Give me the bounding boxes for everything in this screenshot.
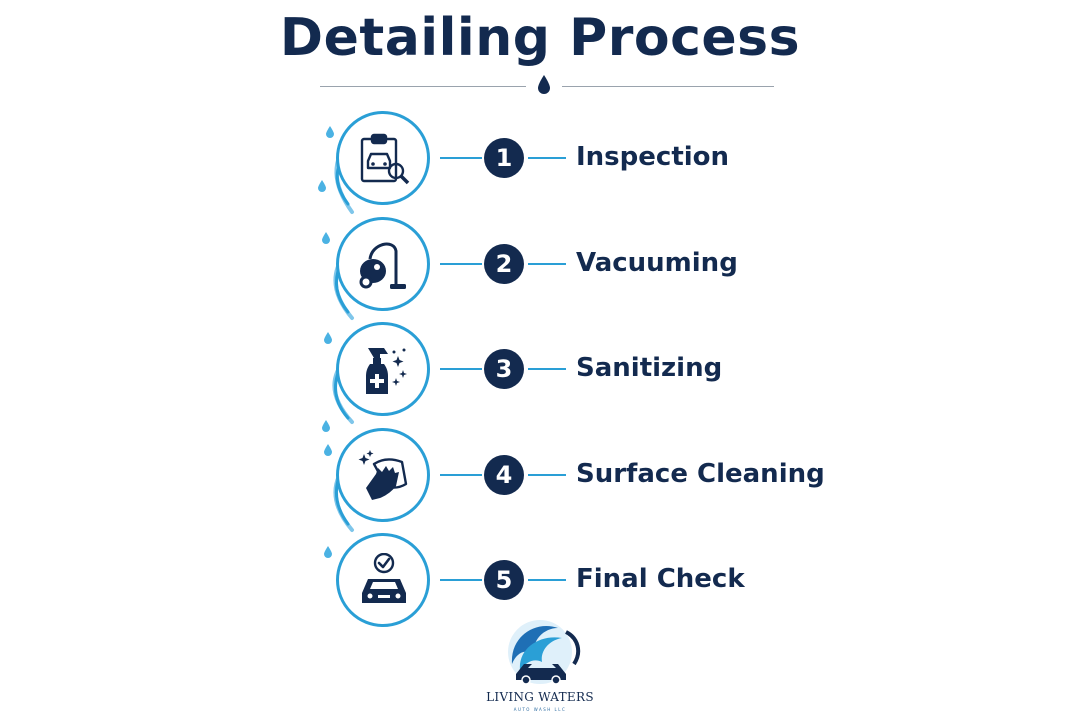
connector-line (528, 474, 566, 476)
step-number-badge: 4 (484, 455, 524, 495)
step-label: Surface Cleaning (576, 459, 825, 489)
step-3-icon-circle (336, 322, 430, 416)
connector-line (440, 263, 482, 265)
connector-line (440, 157, 482, 159)
title-divider-left (320, 86, 526, 87)
connector-line (528, 579, 566, 581)
wave-car-emblem-icon (508, 620, 581, 685)
step-label: Sanitizing (576, 353, 723, 383)
clipboard-car-magnifier-icon (360, 133, 410, 185)
connector-line (528, 263, 566, 265)
gloved-hand-cloth-icon (358, 450, 408, 500)
brand-tagline: AUTO WASH LLC (513, 707, 567, 712)
step-number-badge: 1 (484, 138, 524, 178)
connector-line (440, 474, 482, 476)
page-title: Detailing Process (279, 8, 801, 68)
connector-line (528, 157, 566, 159)
step-label: Vacuuming (576, 248, 738, 278)
step-number-badge: 2 (484, 244, 524, 284)
step-4: 4 Surface Cleaning (0, 428, 1080, 528)
title-divider-right (562, 86, 774, 87)
vacuum-cleaner-icon (359, 242, 406, 289)
brand-logo: LIVING WATERS AUTO WASH LLC (470, 618, 610, 718)
connector-line (440, 579, 482, 581)
brand-name: LIVING WATERS (486, 690, 594, 704)
connector-line (528, 368, 566, 370)
step-5: 5 Final Check (0, 533, 1080, 633)
step-label: Final Check (576, 564, 745, 594)
step-1-icon-circle (336, 111, 430, 205)
step-1: 1 Inspection (0, 111, 1080, 211)
car-checkmark-icon (362, 553, 406, 603)
step-5-icon-circle (336, 533, 430, 627)
connector-line (440, 368, 482, 370)
step-2: 2 Vacuuming (0, 217, 1080, 317)
step-label: Inspection (576, 142, 730, 172)
step-number-badge: 3 (484, 349, 524, 389)
step-2-icon-circle (336, 217, 430, 311)
step-4-icon-circle (336, 428, 430, 522)
spray-bottle-icon (366, 348, 407, 394)
step-3: 3 Sanitizing (0, 322, 1080, 422)
step-number-badge: 5 (484, 560, 524, 600)
water-drop-icon (538, 75, 550, 94)
